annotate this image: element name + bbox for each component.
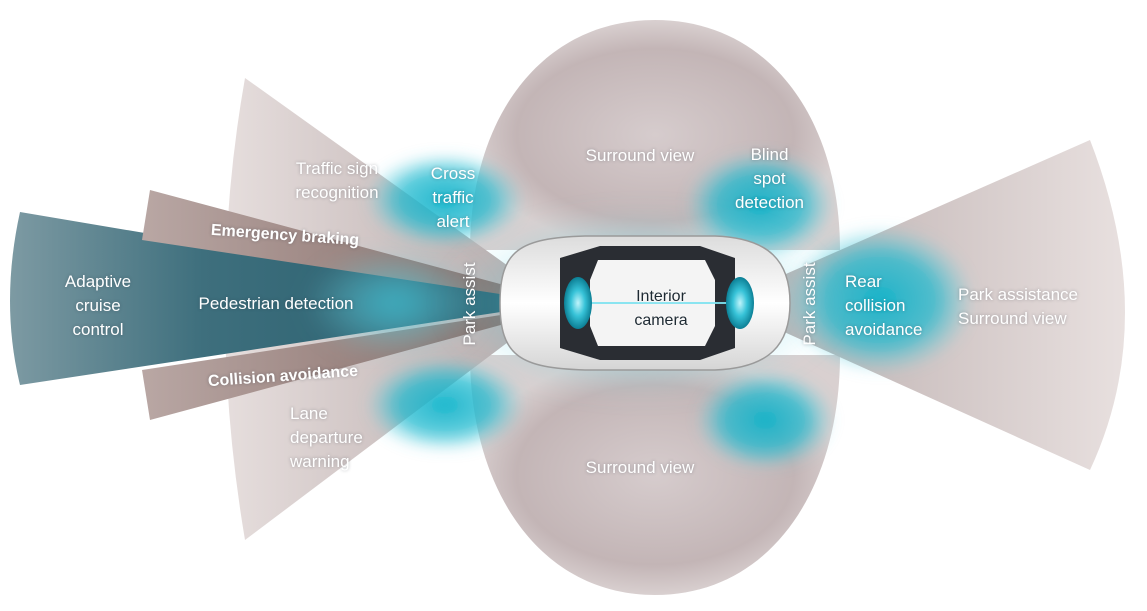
label-lane-departure: Lane departure warning	[290, 404, 363, 471]
label-surround-view-bottom: Surround view	[585, 458, 695, 477]
label-park-assistance-surround: Park assistance Surround view	[958, 285, 1078, 328]
rear-camera-lens	[726, 277, 754, 329]
rear-collision-glow	[785, 225, 975, 375]
car-top-view	[499, 235, 791, 371]
label-surround-view-top: Surround view	[585, 146, 695, 165]
front-camera-lens	[564, 277, 592, 329]
label-park-assist-rear: Park assist	[800, 262, 819, 346]
label-park-assist-front: Park assist	[460, 262, 479, 346]
lane-departure-glow	[365, 357, 525, 453]
blind-spot-lower-glow	[695, 370, 835, 470]
label-blind-spot: Blind spot detection	[735, 145, 804, 212]
pedestrian-glow	[305, 248, 485, 358]
label-traffic-sign: Traffic sign recognition	[295, 159, 379, 202]
label-rear-collision: Rear collision avoidance	[845, 272, 923, 339]
label-interior-camera: Interior camera	[634, 288, 688, 329]
cross-traffic-glow	[365, 152, 525, 248]
label-cross-traffic: Cross traffic alert	[430, 164, 476, 231]
label-pedestrian-detection: Pedestrian detection	[198, 294, 354, 313]
label-adaptive-cruise: Adaptive cruise control	[64, 272, 132, 339]
adaptive-cruise-cone	[10, 212, 560, 385]
